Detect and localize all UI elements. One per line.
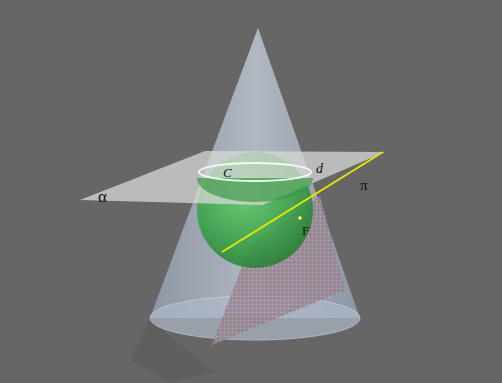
directrix-line bbox=[222, 152, 383, 252]
circle-label: C bbox=[223, 166, 232, 179]
circle-c bbox=[199, 163, 311, 181]
focus-point bbox=[298, 216, 302, 220]
plane-label: π bbox=[360, 178, 368, 193]
point-label: F bbox=[302, 224, 309, 237]
plane-label: α bbox=[98, 188, 107, 205]
line-label: d bbox=[316, 162, 323, 176]
